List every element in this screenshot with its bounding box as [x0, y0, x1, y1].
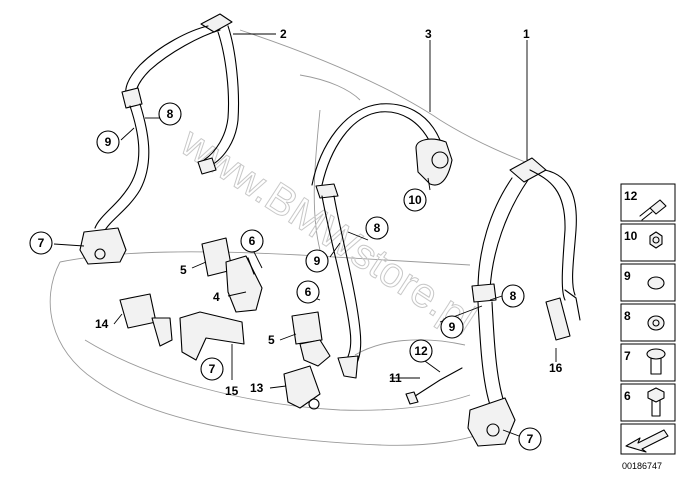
hex-bolt-icon [647, 387, 665, 417]
svg-text:8: 8 [510, 289, 517, 303]
hex-nut-icon [649, 231, 663, 249]
svg-text:6: 6 [249, 234, 256, 248]
legend-item-arrow [620, 423, 676, 455]
part-15-buckle-strap [179, 311, 245, 361]
callout-9-right: 9 [440, 315, 464, 339]
label-11: 11 [389, 371, 402, 385]
label-14: 14 [95, 317, 109, 331]
part-13-buckle [283, 365, 321, 409]
svg-text:8: 8 [624, 309, 631, 323]
torx-bolt-icon [646, 348, 666, 375]
svg-text:9: 9 [624, 269, 631, 283]
label-4: 4 [213, 290, 220, 304]
part-3-center-belt [311, 103, 453, 379]
part-1-right-belt [467, 157, 577, 447]
cap-icon [647, 276, 665, 290]
label-5-center: 5 [268, 333, 275, 347]
svg-text:10: 10 [624, 229, 638, 243]
legend-item-12: 12 [620, 183, 676, 222]
callout-8-center: 8 [365, 216, 389, 240]
svg-text:9: 9 [314, 254, 321, 268]
callout-8-right: 8 [501, 284, 525, 308]
svg-text:12: 12 [414, 344, 428, 358]
callout-10: 10 [403, 188, 427, 212]
part-16-belt-guide [545, 297, 571, 341]
legend-item-10: 10 [620, 223, 676, 262]
svg-text:6: 6 [305, 285, 312, 299]
svg-text:6: 6 [624, 389, 631, 403]
callout-9-left: 9 [96, 130, 120, 154]
svg-text:7: 7 [527, 432, 534, 446]
svg-text:9: 9 [105, 135, 112, 149]
part-14-buckle [119, 293, 157, 329]
label-2: 2 [280, 27, 287, 41]
callout-7-right: 7 [518, 427, 542, 451]
image-id: 00186747 [622, 461, 662, 471]
label-3: 3 [425, 27, 432, 41]
direction-arrow-icon [625, 429, 669, 453]
svg-text:8: 8 [374, 221, 381, 235]
hardware-legend: 12 10 9 8 [620, 183, 676, 471]
label-5-left: 5 [180, 263, 187, 277]
part-4-buckle-double [225, 255, 263, 313]
legend-item-9: 9 [620, 263, 676, 302]
part-11-cable [411, 367, 463, 399]
svg-text:7: 7 [624, 349, 631, 363]
callout-7-left: 7 [29, 231, 53, 255]
callout-8-left: 8 [158, 102, 182, 126]
legend-item-6: 6 [620, 383, 676, 422]
label-13: 13 [250, 381, 264, 395]
part-2-left-belt [79, 13, 240, 265]
callout-9-center: 9 [305, 249, 329, 273]
svg-text:10: 10 [408, 193, 422, 207]
callout-7-middle: 7 [200, 357, 224, 381]
label-16: 16 [549, 361, 563, 375]
legend-item-7: 7 [620, 343, 676, 382]
legend-item-8: 8 [620, 303, 676, 342]
svg-text:7: 7 [38, 236, 45, 250]
svg-text:12: 12 [624, 189, 638, 203]
screw-icon [639, 199, 667, 221]
cover-cap-icon [647, 315, 665, 331]
svg-text:9: 9 [449, 320, 456, 334]
callout-6-center: 6 [296, 280, 320, 304]
label-1: 1 [523, 27, 530, 41]
svg-text:7: 7 [209, 362, 216, 376]
callout-12: 12 [409, 339, 433, 363]
callout-6-left: 6 [240, 229, 264, 253]
label-15: 15 [225, 384, 239, 398]
part-5-buckle-center [291, 311, 323, 345]
svg-text:8: 8 [167, 107, 174, 121]
